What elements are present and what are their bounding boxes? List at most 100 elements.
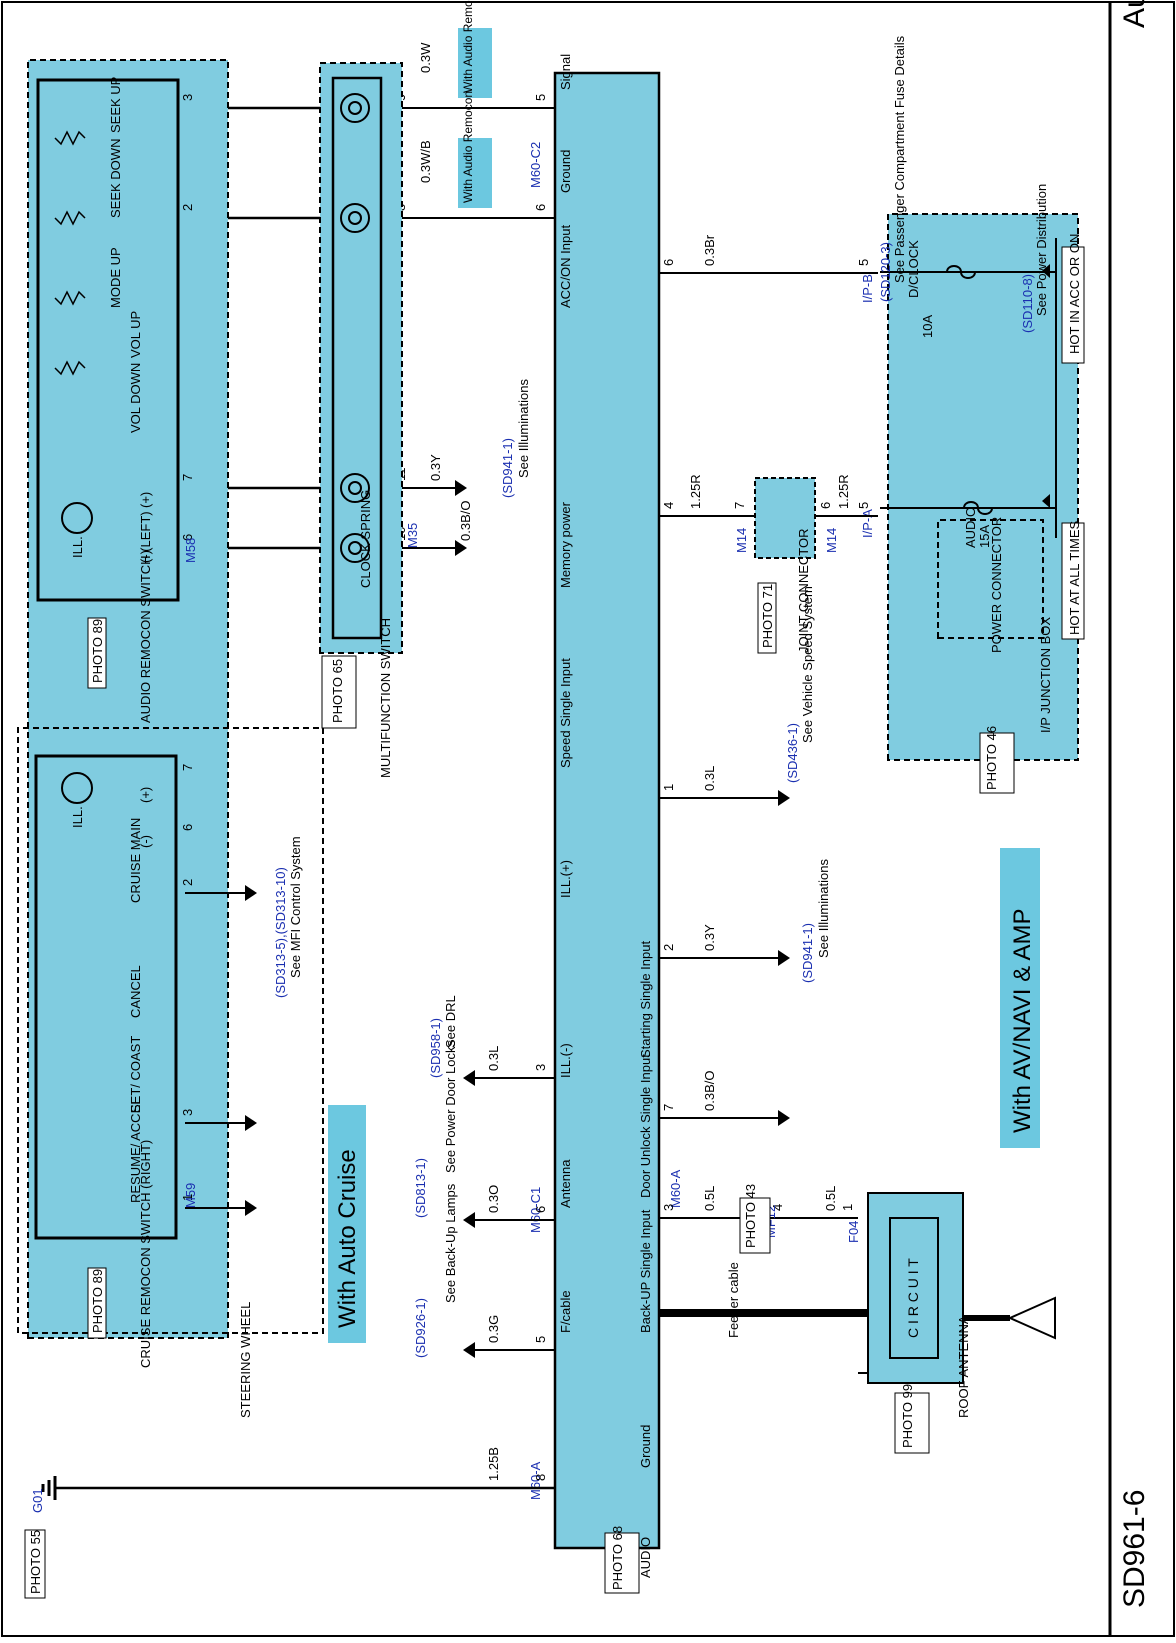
pin-r-6: 6	[180, 824, 195, 831]
mfi-ref-label: See MFI Control System	[288, 836, 303, 978]
junction-box-label: I/P JUNCTION BOX	[1038, 617, 1053, 733]
avnavi-banner	[1000, 848, 1040, 1148]
wire-door-spec: 0.3O	[486, 1185, 501, 1213]
ill-minus-arrow	[778, 1110, 790, 1126]
jc-photo: PHOTO 71	[760, 584, 775, 648]
left-switch-photo: PHOTO 89	[90, 619, 105, 683]
remocon-tag-1	[458, 28, 492, 98]
pin-l-3: 3	[180, 94, 195, 101]
multifunction-label: MULTIFUNCTION SWITCH	[378, 618, 393, 778]
door-arrow	[463, 1212, 475, 1228]
pin-label-starting: Starting Single Input	[638, 941, 653, 1058]
junction-box	[887, 213, 1079, 761]
auto-cruise-banner	[328, 1105, 366, 1343]
left-plus: (+)	[138, 492, 153, 508]
remocon-tag-2-text: With Audio Remocon	[461, 91, 475, 203]
audio-conn-c2: M60-C2	[528, 142, 543, 188]
pin-jb-a: 5	[856, 502, 871, 509]
remocon-tag-2	[458, 138, 492, 208]
right-switch-1: CRUISE MAIN	[128, 818, 143, 903]
audio-photo: PHOTO 68	[610, 1526, 625, 1590]
ground-conn: G01	[30, 1488, 45, 1513]
multifunction-photo-tag	[321, 655, 357, 729]
page-title: Audio (6)	[1118, 0, 1151, 28]
left-minus: (-)	[138, 550, 153, 563]
power-connector-box	[937, 519, 1044, 639]
pin-a-ground: 6	[533, 204, 548, 211]
circuit-label: C I R C U I T	[905, 1258, 921, 1338]
dclock-fuse-symbol	[946, 265, 976, 279]
wire-ms-ill-n-spec: 0.3B/O	[458, 501, 473, 541]
junction-box-photo-tag	[979, 732, 1015, 794]
mf12-photo-tag	[739, 1197, 771, 1254]
illum-top-label: See Illuminations	[516, 379, 531, 478]
hot-acc-label: HOT IN ACC OR ON	[1067, 234, 1082, 354]
power-dist-label: See Power Distribution	[1034, 184, 1049, 316]
right-switch-photo: PHOTO 89	[90, 1269, 105, 1333]
left-switch-2: SEEK DOWN	[108, 139, 123, 218]
illum-mid-label: See Illuminations	[816, 859, 831, 958]
backup-ref-label: See Back-Up Lamps	[443, 1183, 458, 1303]
audio-conn-a: M60-A	[668, 1169, 683, 1208]
wire-mem2-spec: 1.25R	[836, 474, 851, 509]
pin-label-acc-on: ACC/ON Input	[558, 225, 573, 308]
pin-r-1: 1	[180, 1194, 195, 1201]
auto-cruise-region	[17, 727, 324, 1334]
ground-photo: PHOTO 55	[28, 1530, 43, 1594]
clock-spring-coils	[340, 93, 370, 563]
left-switch-photo-tag	[87, 617, 107, 689]
page-code: SD961-6	[1118, 1490, 1151, 1608]
left-ill-label: ILL.	[70, 536, 85, 558]
mfi-arrow-2	[245, 1115, 257, 1131]
speed-arrow	[778, 790, 790, 806]
hot-all-label: HOT AT ALL TIMES	[1067, 521, 1082, 635]
pin-label-memory-power: Memory power	[558, 501, 573, 588]
wire-ms-ill-p-spec: 0.3Y	[428, 454, 443, 481]
pin-l-7: 7	[180, 474, 195, 481]
pin-label-door-unlock: Door Unlock Single Input	[638, 1054, 653, 1198]
jc-conn-1: M14	[734, 528, 749, 553]
pin-label-ill-minus: ILL.(-)	[558, 1043, 573, 1078]
pin-label-ill-plus: ILL.(+)	[558, 860, 573, 898]
left-switch-4: VOL UP	[128, 311, 143, 358]
pin-label-fcable: F/cable	[558, 1290, 573, 1333]
wire-ground-spec: 0.3W/B	[418, 140, 433, 183]
multifunction-photo: PHOTO 65	[330, 659, 345, 723]
auto-cruise-title: With Auto Cruise	[334, 1149, 361, 1328]
right-switch-2: CANCEL	[128, 965, 143, 1018]
fuse-details-ref: (SD120-3)	[878, 242, 893, 302]
pin-ant-mf12: 4	[770, 1204, 785, 1211]
drl-ref-label: See DRL	[443, 995, 458, 1048]
jb-conn-a: I/P-A	[860, 509, 875, 538]
steering-label: STEERING WHEEL	[238, 1302, 253, 1418]
vss-ref-label: See Vehicle Speed System	[800, 586, 815, 743]
wire-acc-spec: 0.3Br	[702, 234, 717, 266]
pin-jc-out: 7	[732, 502, 747, 509]
audio-fuse-name: AUDIO	[963, 507, 978, 548]
mfi-arrow-1	[245, 885, 257, 901]
audio-label: AUDIO	[638, 1537, 653, 1578]
pin-label-speed-input: Speed Single Input	[558, 658, 573, 768]
left-switch-conn: M58	[183, 538, 198, 563]
wire-ill-minus-spec: 0.3B/O	[702, 1071, 717, 1111]
pin-jc-in: 6	[818, 502, 833, 509]
mf12-photo: PHOTO 43	[743, 1184, 758, 1248]
jc-conn-2: M14	[824, 528, 839, 553]
pin-a-ant: 3	[661, 1204, 676, 1211]
remocon-tag-1-text: With Audio Remocon	[461, 0, 475, 93]
roof-antenna-photo-tag	[894, 1392, 930, 1454]
roof-antenna-photo: PHOTO 99	[900, 1384, 915, 1448]
wire-signal-spec: 0.3W	[418, 42, 433, 73]
pin-a-door: 6	[533, 1206, 548, 1213]
multifunction-conn: M35	[405, 523, 420, 548]
audio-fuse-symbol	[963, 501, 993, 515]
wire-ant-spec: 0.5L	[702, 1186, 717, 1211]
pin-a-acc: 6	[661, 259, 676, 266]
right-ill-label: ILL.	[70, 806, 85, 828]
left-switch-resistors	[54, 130, 86, 376]
illum-top-ref: (SD941-1)	[500, 438, 515, 498]
wire-ill-plus-spec: 0.3Y	[702, 924, 717, 951]
pin-a-signal: 5	[533, 94, 548, 101]
